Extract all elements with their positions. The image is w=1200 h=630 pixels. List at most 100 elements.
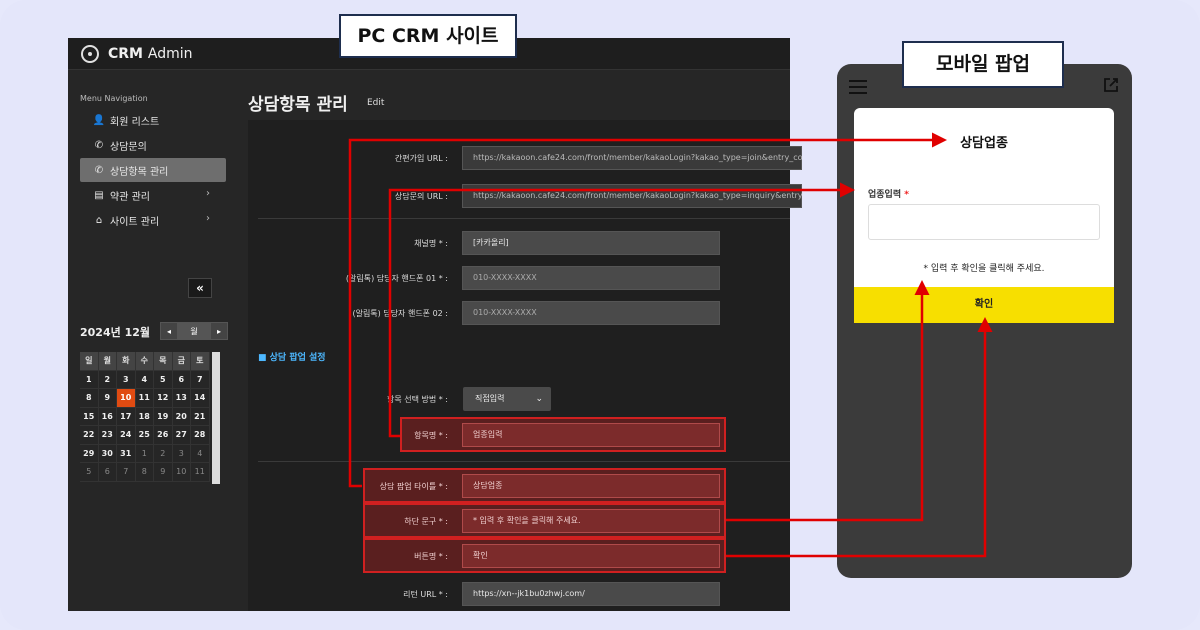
- hamburger-menu-icon[interactable]: [849, 80, 867, 94]
- channel-label: 채널명 * :: [414, 239, 448, 248]
- divider: [258, 461, 790, 462]
- bottom-text-field[interactable]: * 입력 후 확인을 클릭해 주세요.: [462, 509, 720, 533]
- phone2-label: (알림톡) 담당자 핸드폰 02 :: [352, 309, 448, 318]
- calendar-day[interactable]: 7: [191, 370, 210, 389]
- calendar-day[interactable]: 17: [117, 407, 136, 426]
- calendar-day[interactable]: 6: [172, 370, 191, 389]
- sidebar-item-members[interactable]: 👤 회원 리스트: [92, 114, 160, 128]
- item-name-field[interactable]: 업종입력: [462, 423, 720, 447]
- sidebar-item-terms[interactable]: ▤ 약관 관리 ›: [80, 183, 226, 207]
- calendar-day[interactable]: 28: [191, 426, 210, 445]
- calendar-day[interactable]: 2: [98, 370, 117, 389]
- calendar-day[interactable]: 2: [154, 444, 173, 463]
- crm-app-title[interactable]: CRM Admin: [108, 46, 193, 62]
- return-url-field[interactable]: https://xn--jk1bu0zhwj.com/: [462, 582, 720, 606]
- calendar-day[interactable]: 9: [98, 389, 117, 408]
- calendar-day[interactable]: 10: [172, 463, 191, 482]
- consult-popup: 상담업종 업종입력 * * 입력 후 확인을 클릭해 주세요. 확인: [854, 108, 1114, 323]
- menu-navigation-label: Menu Navigation: [80, 94, 148, 103]
- calendar-day[interactable]: 18: [135, 407, 154, 426]
- calendar-day[interactable]: 5: [154, 370, 173, 389]
- calendar-prev-button[interactable]: ◂: [160, 322, 178, 340]
- calendar-day[interactable]: 6: [98, 463, 117, 482]
- calendar-next-button[interactable]: ▸: [210, 322, 228, 340]
- calendar-day[interactable]: 20: [172, 407, 191, 426]
- calendar-day[interactable]: 1: [135, 444, 154, 463]
- calendar-day[interactable]: 11: [191, 463, 210, 482]
- calendar-day[interactable]: 4: [191, 444, 210, 463]
- calendar-day[interactable]: 30: [98, 444, 117, 463]
- calendar-day[interactable]: 10: [117, 389, 136, 408]
- phone-icon: ✆: [94, 139, 104, 151]
- sidebar-item-inquiry[interactable]: ✆ 상담문의: [80, 133, 226, 157]
- calendar-day[interactable]: 31: [117, 444, 136, 463]
- calendar-day[interactable]: 12: [154, 389, 173, 408]
- calendar-day[interactable]: 1: [80, 370, 99, 389]
- user-icon: 👤: [92, 114, 106, 126]
- calendar-day[interactable]: 5: [80, 463, 99, 482]
- main-content: 상담항목 관리 Edit 간편가입 URL : https://kakaoon.…: [248, 70, 803, 611]
- calendar-day[interactable]: 9: [154, 463, 173, 482]
- inquiry-url-label: 상담문의 URL :: [394, 192, 448, 201]
- calendar-day[interactable]: 29: [80, 444, 99, 463]
- calendar-day[interactable]: 22: [80, 426, 99, 445]
- calendar-day[interactable]: 13: [172, 389, 191, 408]
- collapse-sidebar-button[interactable]: «: [188, 278, 212, 298]
- calendar-scrollbar[interactable]: [212, 352, 220, 484]
- home-icon: ⌂: [95, 214, 103, 226]
- phone1-label: (알림톡) 담당자 핸드폰 01 * :: [345, 274, 448, 283]
- calendar-day[interactable]: 11: [135, 389, 154, 408]
- calendar-day[interactable]: 14: [191, 389, 210, 408]
- calendar-day[interactable]: 19: [154, 407, 173, 426]
- calendar-day[interactable]: 8: [80, 389, 99, 408]
- calendar-day[interactable]: 21: [191, 407, 210, 426]
- calendar-day[interactable]: 4: [135, 370, 154, 389]
- calendar-day[interactable]: 24: [117, 426, 136, 445]
- calendar-title: 2024년 12월: [80, 326, 150, 339]
- mobile-frame: 상담업종 업종입력 * * 입력 후 확인을 클릭해 주세요. 확인: [837, 64, 1132, 578]
- popup-business-input[interactable]: [868, 204, 1100, 240]
- method-select[interactable]: 직접입력 ⌄: [463, 387, 551, 411]
- calendar-day[interactable]: 25: [135, 426, 154, 445]
- method-label: 항목 선택 방법 * :: [386, 395, 448, 404]
- page-subtitle: Edit: [367, 98, 385, 108]
- external-link-icon[interactable]: [1102, 76, 1120, 94]
- popup-note: * 입력 후 확인을 클릭해 주세요.: [923, 264, 1045, 274]
- calendar-day[interactable]: 16: [98, 407, 117, 426]
- calendar-day[interactable]: 27: [172, 426, 191, 445]
- join-url-field[interactable]: https://kakaoon.cafe24.com/front/member/…: [462, 146, 803, 170]
- chevron-right-icon: ›: [206, 188, 210, 199]
- popup-confirm-button[interactable]: 확인: [854, 287, 1114, 323]
- inquiry-url-field[interactable]: https://kakaoon.cafe24.com/front/member/…: [462, 184, 802, 208]
- popup-title-label: 상담 팝업 타이틀 * :: [379, 482, 448, 491]
- calendar-day[interactable]: 26: [154, 426, 173, 445]
- weekday: 화: [117, 352, 136, 371]
- sidebar-item-consult-items[interactable]: ✆ 상담항목 관리: [80, 158, 226, 182]
- calendar-day[interactable]: 7: [117, 463, 136, 482]
- phone2-field[interactable]: 010-XXXX-XXXX: [462, 301, 720, 325]
- chevron-down-icon: ⌄: [535, 394, 543, 404]
- bottom-text-label: 하단 문구 * :: [404, 517, 448, 526]
- sidebar-item-site[interactable]: ⌂ 사이트 관리 ›: [80, 208, 226, 232]
- chevron-right-icon: ›: [206, 213, 210, 224]
- calendar-day[interactable]: 3: [117, 370, 136, 389]
- channel-field[interactable]: [카카올리]: [462, 231, 720, 255]
- calendar-day[interactable]: 3: [172, 444, 191, 463]
- calendar-day[interactable]: 8: [135, 463, 154, 482]
- page-title: 상담항목 관리: [248, 95, 348, 115]
- phone1-field[interactable]: 010-XXXX-XXXX: [462, 266, 720, 290]
- calendar-weekdays: 일 월 화 수 목 금 토: [80, 352, 228, 371]
- button-name-field[interactable]: 확인: [462, 544, 720, 568]
- calendar-day[interactable]: 23: [98, 426, 117, 445]
- button-name-label: 버튼명 * :: [414, 552, 448, 561]
- calendar-today-button[interactable]: 월: [178, 322, 210, 340]
- weekday: 월: [98, 352, 117, 371]
- popup-title: 상담업종: [960, 136, 1008, 151]
- calendar-day[interactable]: 15: [80, 407, 99, 426]
- popup-title-field[interactable]: 상담업종: [462, 474, 720, 498]
- weekday: 목: [154, 352, 173, 371]
- form-panel: 간편가입 URL : https://kakaoon.cafe24.com/fr…: [248, 120, 803, 611]
